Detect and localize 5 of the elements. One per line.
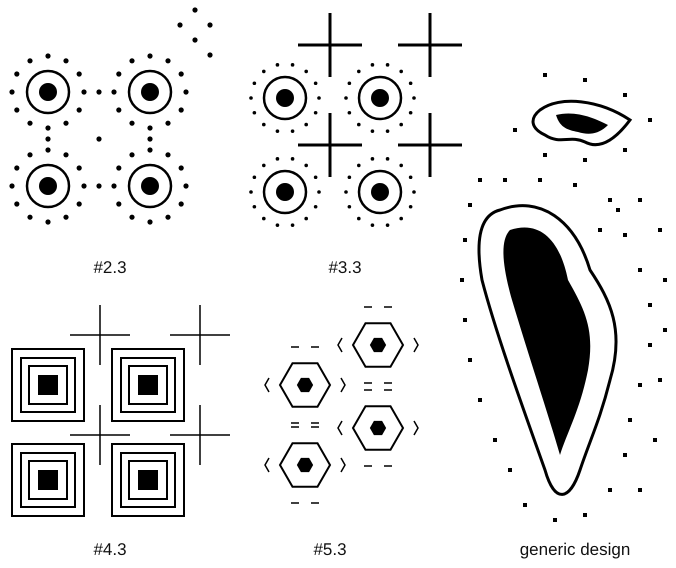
pattern-label: #3.3 [328, 258, 362, 278]
pattern-label: #5.3 [313, 540, 347, 560]
pattern-label: generic design [520, 540, 630, 560]
pattern-label: #2.3 [93, 258, 127, 278]
pattern-label: #4.3 [93, 540, 127, 560]
